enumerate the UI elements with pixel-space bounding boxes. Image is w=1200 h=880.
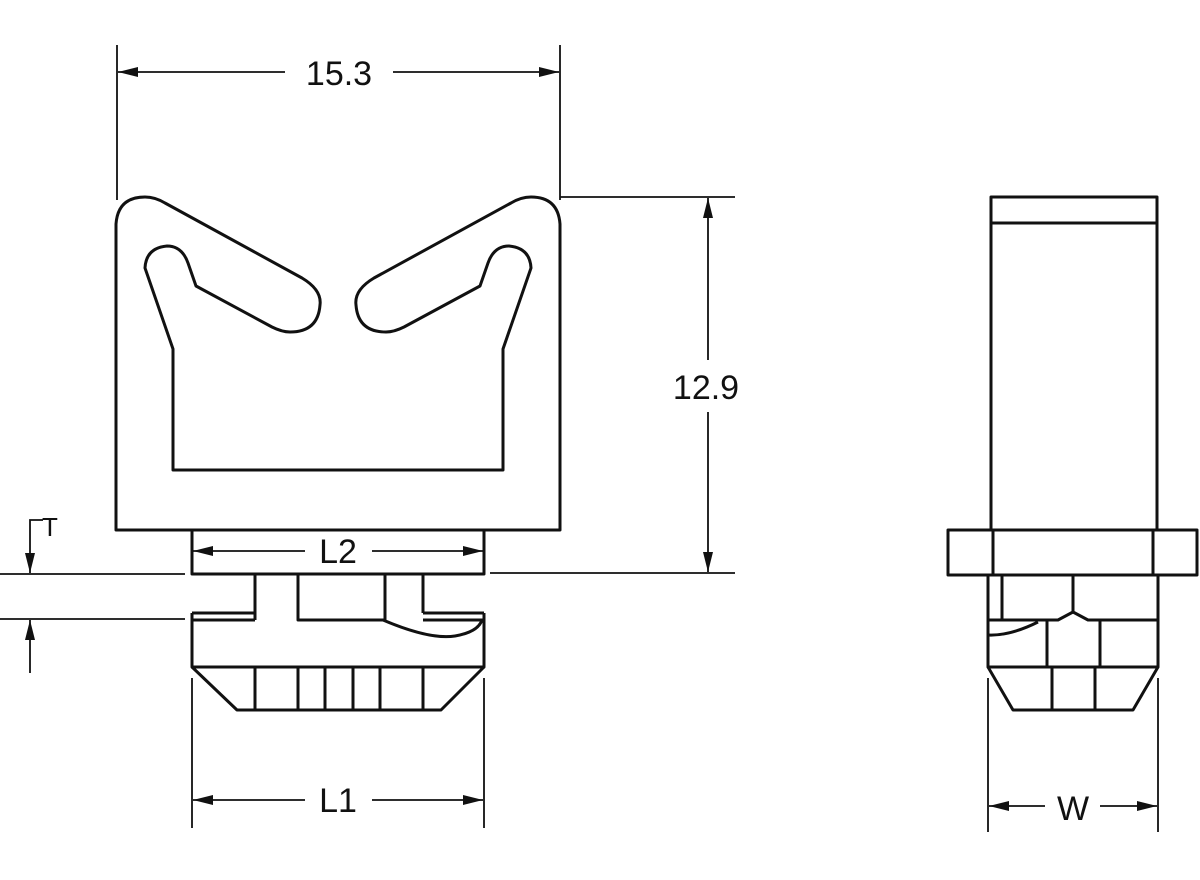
- t-nut-ribs: [253, 667, 425, 710]
- dimension-width-overall: 15.3: [116, 45, 561, 200]
- dimension-label-l2: L2: [319, 533, 357, 571]
- dimension-label-l1: L1: [319, 782, 357, 820]
- dimension-l1: L1: [191, 678, 485, 828]
- dimension-height-overall: 12.9: [490, 196, 739, 574]
- side-body: [989, 195, 1159, 530]
- neck: [253, 574, 425, 622]
- dimension-label-t: T: [42, 512, 58, 542]
- dimension-l2: L2: [193, 533, 483, 571]
- side-nut: [986, 575, 1160, 669]
- side-spring-curve: [987, 620, 1039, 637]
- dimension-label-15-3: 15.3: [306, 55, 372, 93]
- base-plate: [190, 530, 486, 576]
- t-nut-body: [190, 611, 486, 669]
- side-chamfer: [986, 666, 1160, 712]
- clip-body-outline: [114, 195, 562, 532]
- side-flange: [946, 528, 1199, 577]
- dimension-t: T: [0, 512, 185, 673]
- dimension-label-w: W: [1057, 790, 1089, 828]
- dimension-w: W: [987, 678, 1159, 832]
- dimension-label-12-9: 12.9: [673, 369, 739, 407]
- front-view: [114, 195, 562, 712]
- t-nut-chamfer: [190, 665, 486, 712]
- side-view: [946, 195, 1199, 712]
- spring-curve: [382, 618, 484, 639]
- side-flange-divisions: [991, 530, 1155, 575]
